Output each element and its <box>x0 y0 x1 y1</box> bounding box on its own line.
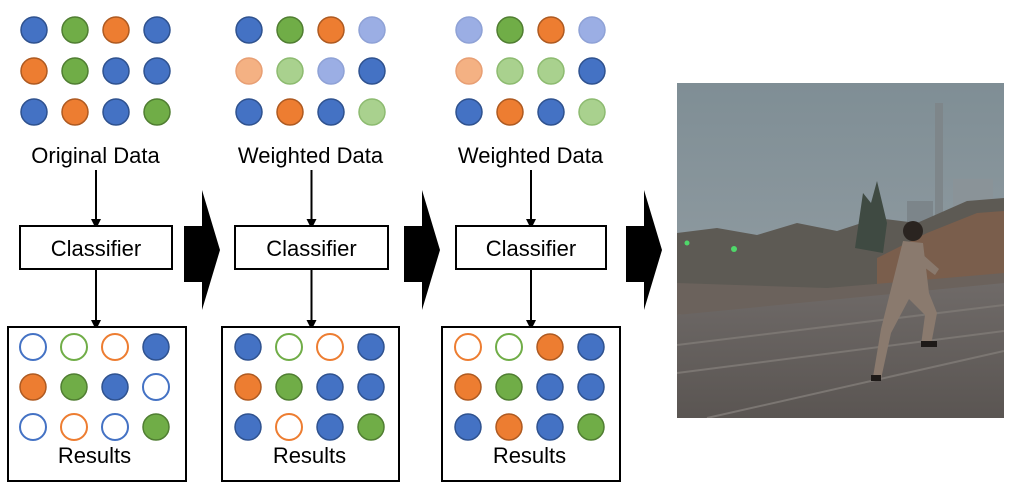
input-point-s1-r2c3 <box>102 57 130 85</box>
stage-3-classifier-label: Classifier <box>486 236 576 261</box>
result-point-s3-r2c4 <box>577 373 605 401</box>
input-point-s3-r3c1 <box>455 98 483 126</box>
result-point-s2-r2c1 <box>234 373 262 401</box>
input-point-s2-r1c4 <box>358 16 386 44</box>
stage-arrow-3 <box>626 190 662 310</box>
input-point-s2-r2c1 <box>235 57 263 85</box>
result-point-s2-r2c3 <box>316 373 344 401</box>
input-point-s2-r1c2 <box>276 16 304 44</box>
input-point-s1-r2c1 <box>20 57 48 85</box>
result-point-s3-r2c3 <box>536 373 564 401</box>
result-point-s3-r3c4 <box>577 413 605 441</box>
result-point-s3-r3c1 <box>454 413 482 441</box>
result-point-s1-r1c2 <box>60 333 88 361</box>
result-point-s2-r3c1 <box>234 413 262 441</box>
stage-3-results-label: Results <box>493 443 566 468</box>
input-point-s1-r1c2 <box>61 16 89 44</box>
result-point-s1-r1c4 <box>142 333 170 361</box>
input-point-s1-r3c4 <box>143 98 171 126</box>
input-point-s1-r1c4 <box>143 16 171 44</box>
input-point-s2-r2c4 <box>358 57 386 85</box>
input-point-s1-r2c4 <box>143 57 171 85</box>
result-point-s2-r1c2 <box>275 333 303 361</box>
stage-1-classifier-box <box>19 225 173 270</box>
stage-2-input-label: Weighted Data <box>238 143 384 168</box>
input-point-s3-r3c3 <box>537 98 565 126</box>
result-point-s3-r1c2 <box>495 333 523 361</box>
result-point-s2-r1c4 <box>357 333 385 361</box>
input-point-s3-r1c4 <box>578 16 606 44</box>
input-point-s2-r1c1 <box>235 16 263 44</box>
input-point-s2-r3c4 <box>358 98 386 126</box>
input-point-s3-r2c3 <box>537 57 565 85</box>
stage-2-classifier-box <box>234 225 389 270</box>
result-point-s1-r2c2 <box>60 373 88 401</box>
stage-1-classifier-label: Classifier <box>51 236 141 261</box>
input-point-s2-r3c2 <box>276 98 304 126</box>
result-point-s2-r3c3 <box>316 413 344 441</box>
result-point-s2-r2c4 <box>357 373 385 401</box>
input-point-s3-r1c3 <box>537 16 565 44</box>
stage-1-results-label: Results <box>58 443 131 468</box>
result-point-s1-r3c1 <box>19 413 47 441</box>
result-point-s3-r3c3 <box>536 413 564 441</box>
input-point-s3-r1c1 <box>455 16 483 44</box>
result-point-s3-r1c4 <box>577 333 605 361</box>
input-point-s1-r3c2 <box>61 98 89 126</box>
result-point-s3-r1c1 <box>454 333 482 361</box>
result-point-s1-r3c3 <box>101 413 129 441</box>
result-point-s1-r2c1 <box>19 373 47 401</box>
result-point-s1-r2c4 <box>142 373 170 401</box>
stage-1-input-label: Original Data <box>31 143 160 168</box>
input-point-s2-r2c3 <box>317 57 345 85</box>
stage-arrow-1 <box>184 190 220 310</box>
result-point-s1-r1c1 <box>19 333 47 361</box>
input-point-s3-r2c1 <box>455 57 483 85</box>
stage-3-input-label: Weighted Data <box>458 143 604 168</box>
result-point-s2-r1c3 <box>316 333 344 361</box>
result-point-s2-r3c4 <box>357 413 385 441</box>
result-point-s1-r1c3 <box>101 333 129 361</box>
input-point-s3-r1c2 <box>496 16 524 44</box>
input-point-s1-r3c3 <box>102 98 130 126</box>
input-point-s3-r3c4 <box>578 98 606 126</box>
video-frame-image <box>677 83 1004 418</box>
stage-3-classifier-box <box>455 225 607 270</box>
stage-arrow-2 <box>404 190 440 310</box>
input-point-s2-r3c1 <box>235 98 263 126</box>
input-point-s2-r3c3 <box>317 98 345 126</box>
result-point-s3-r3c2 <box>495 413 523 441</box>
stage-2-results-label: Results <box>273 443 346 468</box>
result-point-s3-r2c2 <box>495 373 523 401</box>
input-point-s1-r2c2 <box>61 57 89 85</box>
input-point-s3-r3c2 <box>496 98 524 126</box>
result-point-s3-r1c3 <box>536 333 564 361</box>
input-point-s2-r1c3 <box>317 16 345 44</box>
result-point-s2-r1c1 <box>234 333 262 361</box>
input-point-s1-r1c3 <box>102 16 130 44</box>
result-point-s2-r2c2 <box>275 373 303 401</box>
result-point-s1-r3c4 <box>142 413 170 441</box>
result-point-s1-r2c3 <box>101 373 129 401</box>
input-point-s3-r2c2 <box>496 57 524 85</box>
input-point-s2-r2c2 <box>276 57 304 85</box>
result-point-s3-r2c1 <box>454 373 482 401</box>
input-point-s1-r1c1 <box>20 16 48 44</box>
result-point-s2-r3c2 <box>275 413 303 441</box>
result-point-s1-r3c2 <box>60 413 88 441</box>
input-point-s3-r2c4 <box>578 57 606 85</box>
input-point-s1-r3c1 <box>20 98 48 126</box>
stage-2-classifier-label: Classifier <box>266 236 356 261</box>
